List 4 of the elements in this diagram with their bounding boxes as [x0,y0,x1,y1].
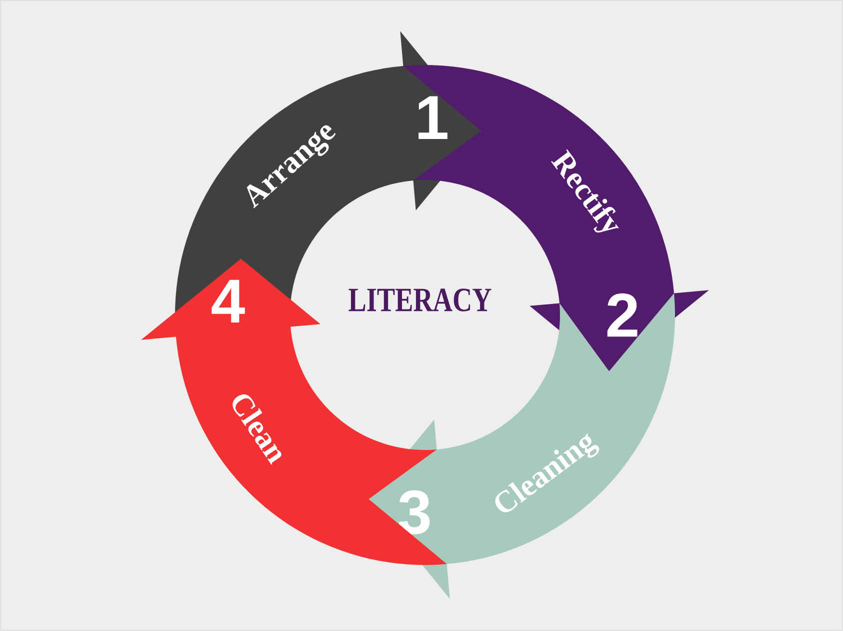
step-number: 1 [418,96,448,139]
step-number: 3 [398,490,430,534]
step-number: 2 [607,293,638,337]
step-number: 4 [212,280,245,323]
